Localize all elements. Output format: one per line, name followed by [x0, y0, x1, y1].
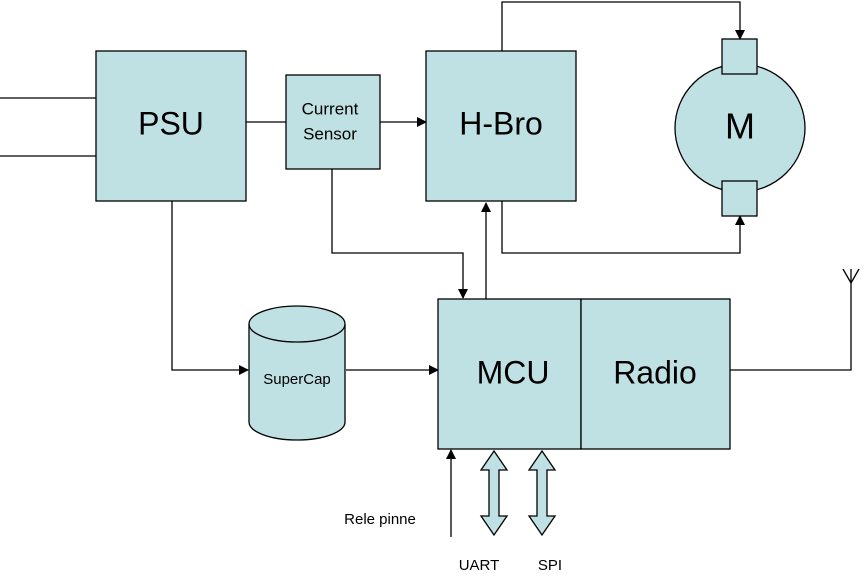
psu-label: PSU	[138, 105, 204, 141]
mcu-label: MCU	[477, 354, 550, 390]
hbro-to-motor-top-arrow	[501, 1, 745, 51]
supercap-label: SuperCap	[263, 371, 331, 388]
radio-label: Radio	[613, 354, 697, 390]
mcu-block	[437, 298, 582, 450]
radio-to-antenna-line	[730, 283, 852, 371]
motor-label: M	[725, 106, 755, 147]
current-sensor-block	[285, 74, 381, 170]
antenna-icon	[842, 268, 860, 284]
current-sensor-to-mcu-arrow	[331, 169, 468, 299]
radio-block	[580, 298, 731, 450]
spi-bidirectional-arrow	[527, 449, 557, 537]
current-sensor-label-line2: Sensor	[303, 124, 357, 143]
current-sensor-label-line1: Current	[302, 99, 359, 118]
spi-label: SPI	[538, 557, 562, 574]
rele-pinne-label: Rele pinne	[344, 511, 416, 528]
uart-label: UART	[459, 557, 500, 574]
psu-to-supercap-arrow	[171, 201, 249, 375]
hbro-to-motor-bottom-arrow	[501, 201, 745, 254]
hbro-label: H-Bro	[459, 105, 543, 141]
psu-block	[95, 50, 247, 202]
hbro-block	[425, 50, 577, 202]
motor-icon	[674, 38, 806, 217]
uart-bidirectional-arrow	[479, 449, 509, 537]
supercap-cylinder	[248, 305, 346, 441]
